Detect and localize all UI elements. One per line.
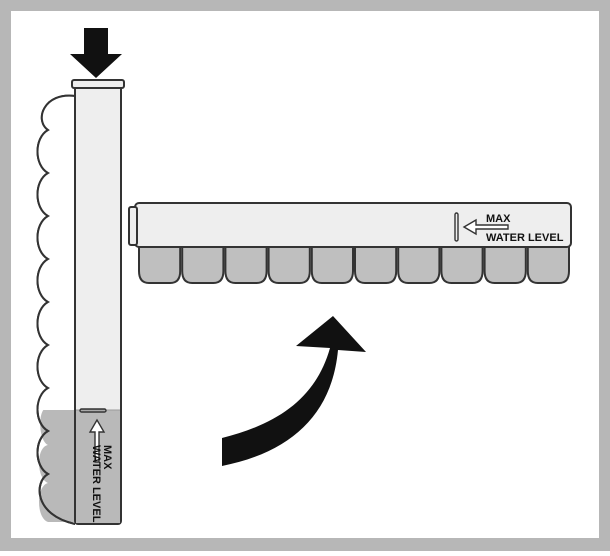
vertical-tray-water-lobes [39,408,75,522]
ice-cube-pocket [526,243,570,284]
water-level-label-vertical: WATER LEVEL [90,445,102,523]
horizontal-tray-cap [128,206,138,246]
max-level-marker-horizontal [454,212,459,242]
ice-cube-pocket [138,243,182,284]
max-level-arrow-horizontal [462,218,509,236]
ice-cube-pocket [354,243,398,284]
ice-cube-pocket [267,243,311,284]
water-level-label-horizontal: WATER LEVEL [486,232,564,244]
vertical-tray-cap [71,79,125,89]
vertical-tray: MAX WATER LEVEL [36,79,125,525]
ice-cube-pocket [224,243,268,284]
ice-cube-pocket [440,243,484,284]
push-down-arrow-icon [70,28,122,78]
rotate-arrow-icon [222,316,366,466]
ice-cube-pocket [310,243,354,284]
max-level-arrow-vertical [88,418,106,463]
max-label-horizontal: MAX [486,213,511,225]
max-label-vertical: MAX [101,445,113,470]
ice-cube-pocket [181,243,225,284]
ice-cube-pocket [483,243,527,284]
max-level-marker [79,408,107,413]
horizontal-tray: MAX WATER LEVEL [128,202,572,284]
ice-cube-pocket [397,243,441,284]
horizontal-tray-pockets [138,243,570,284]
